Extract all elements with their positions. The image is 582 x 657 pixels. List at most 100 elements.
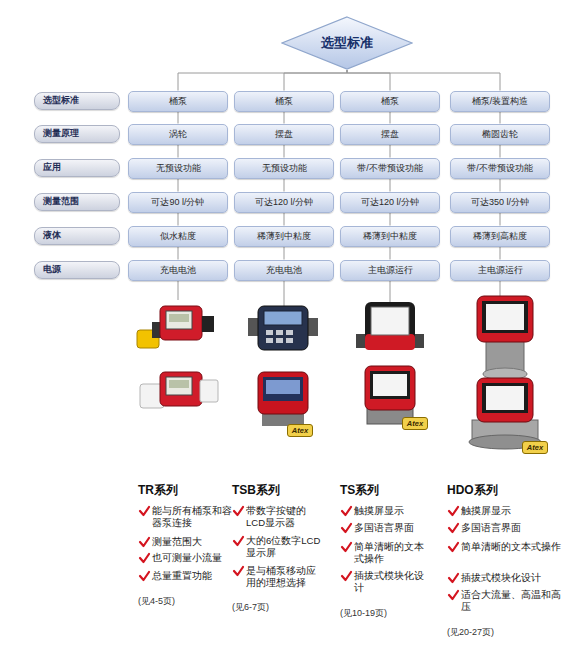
feature-bullet: 插拔式模块化设计 — [461, 572, 561, 584]
page-reference: (见10-19页) — [340, 607, 387, 619]
tr-meter-photo — [137, 306, 218, 408]
hdo-meter-photo — [482, 383, 528, 413]
check-mark — [342, 524, 351, 532]
tree-line — [284, 281, 285, 306]
row-label: 电源 — [34, 261, 120, 279]
option-text: 桶泵/装置构造 — [472, 96, 529, 106]
option-text: 桶泵 — [169, 96, 187, 106]
check-mark — [342, 507, 351, 515]
row-label: 应用 — [34, 159, 120, 177]
criteria-diamond: 选型标准 — [281, 16, 413, 70]
option-cell: 可达120 l/分钟 — [340, 192, 440, 213]
feature-bullet: 多国语言界面 — [354, 522, 426, 534]
tree-connector — [500, 145, 501, 158]
check-mark — [342, 543, 351, 551]
atex-badge: Atex — [522, 441, 548, 454]
option-cell: 稀薄到高粘度 — [450, 226, 550, 247]
tree-connector — [347, 70, 500, 91]
hdo-meter-photo — [482, 301, 528, 333]
hdo-meter-photo — [486, 304, 524, 330]
ts-meter-photo — [356, 334, 366, 348]
option-cell: 稀薄到中粘度 — [340, 226, 440, 247]
check-mark — [449, 543, 458, 551]
tree-connector — [178, 112, 179, 124]
feature-bullet: 带数字按键的LCD显示器 — [246, 505, 324, 529]
option-text: 摆盘 — [381, 129, 399, 139]
tree-connector — [284, 179, 285, 192]
tsb-meter-photo — [266, 338, 273, 343]
option-cell: 可达120 l/分钟 — [234, 192, 334, 213]
option-text: 似水粘度 — [160, 231, 196, 241]
option-text: 可达90 l/分钟 — [151, 197, 204, 207]
criteria-label: 选型标准 — [43, 95, 79, 107]
tr-meter-photo — [169, 380, 189, 388]
tsb-meter-photo — [276, 338, 283, 343]
tree-connector — [178, 179, 179, 192]
option-cell: 桶泵/装置构造 — [450, 91, 550, 112]
row-label: 测量原理 — [34, 125, 120, 143]
tsb-meter-photo — [266, 380, 300, 394]
feature-bullet: 简单清晰的文本式操作 — [461, 541, 561, 553]
option-text: 主电源运行 — [368, 265, 413, 275]
tree-connector — [178, 213, 179, 226]
tree-connector — [500, 179, 501, 192]
tree-connector — [390, 145, 391, 158]
check-mark — [449, 524, 458, 532]
hdo-meter-photo — [477, 296, 533, 342]
tr-meter-photo — [202, 316, 214, 332]
feature-bullet: 能与所有桶泵和容器泵连接 — [152, 505, 239, 529]
feature-bullet: 总量重置功能 — [152, 570, 239, 582]
check-mark — [449, 574, 458, 582]
tree-connector — [390, 213, 391, 226]
tree-line — [500, 281, 501, 298]
feature-bullet: 多国语言界面 — [461, 522, 561, 534]
option-cell: 可达350 l/分钟 — [450, 192, 550, 213]
feature-bullet: 触摸屏显示 — [461, 505, 561, 517]
option-text: 无预设功能 — [156, 163, 201, 173]
hdo-meter-photo — [477, 378, 533, 422]
tree-connector — [500, 213, 501, 226]
tr-meter-photo — [166, 377, 192, 395]
option-text: 稀薄到高粘度 — [473, 231, 527, 241]
ts-meter-photo — [365, 334, 415, 350]
tree-connector — [390, 179, 391, 192]
tr-meter-photo — [160, 372, 202, 406]
tree-connector — [500, 247, 501, 260]
option-text: 涡轮 — [169, 129, 187, 139]
ts-meter-photo — [373, 374, 407, 396]
tree-connector — [178, 247, 179, 260]
tr-meter-photo — [160, 306, 202, 340]
tsb-meter-photo — [258, 372, 308, 414]
tsb-meter-photo — [263, 377, 303, 401]
option-cell: 主电源运行 — [340, 260, 440, 281]
tree-connector — [178, 145, 179, 158]
criteria-title: 选型标准 — [321, 34, 373, 52]
option-text: 摆盘 — [275, 129, 293, 139]
tree-connector — [284, 145, 285, 158]
option-cell: 稀薄到中粘度 — [234, 226, 334, 247]
option-text: 可达120 l/分钟 — [255, 197, 313, 207]
tree-connector — [284, 70, 347, 91]
option-cell: 桶泵 — [128, 91, 228, 112]
series-heading: HDO系列 — [447, 483, 498, 497]
option-cell: 涡轮 — [128, 124, 228, 145]
series-heading: TS系列 — [340, 483, 379, 497]
tree-line — [178, 281, 500, 306]
feature-bullet: 简单清晰的文本式操作 — [354, 541, 426, 565]
option-cell: 充电电池 — [128, 260, 228, 281]
option-cell: 充电电池 — [234, 260, 334, 281]
ts-meter-photo — [356, 302, 424, 424]
feature-bullet: 是与桶泵移动应用的理想选择 — [246, 565, 324, 589]
option-text: 无预设功能 — [262, 163, 307, 173]
option-cell: 无预设功能 — [234, 158, 334, 179]
series-heading: TR系列 — [138, 483, 178, 497]
option-cell: 带/不带预设功能 — [340, 158, 440, 179]
check-mark — [234, 567, 243, 575]
tsb-meter-photo — [264, 311, 302, 325]
tr-meter-photo — [166, 311, 192, 329]
check-mark — [449, 507, 458, 515]
tsb-meter-photo — [286, 330, 293, 335]
tree-connector — [284, 112, 285, 124]
feature-bullet: 测量范围大 — [152, 536, 239, 548]
